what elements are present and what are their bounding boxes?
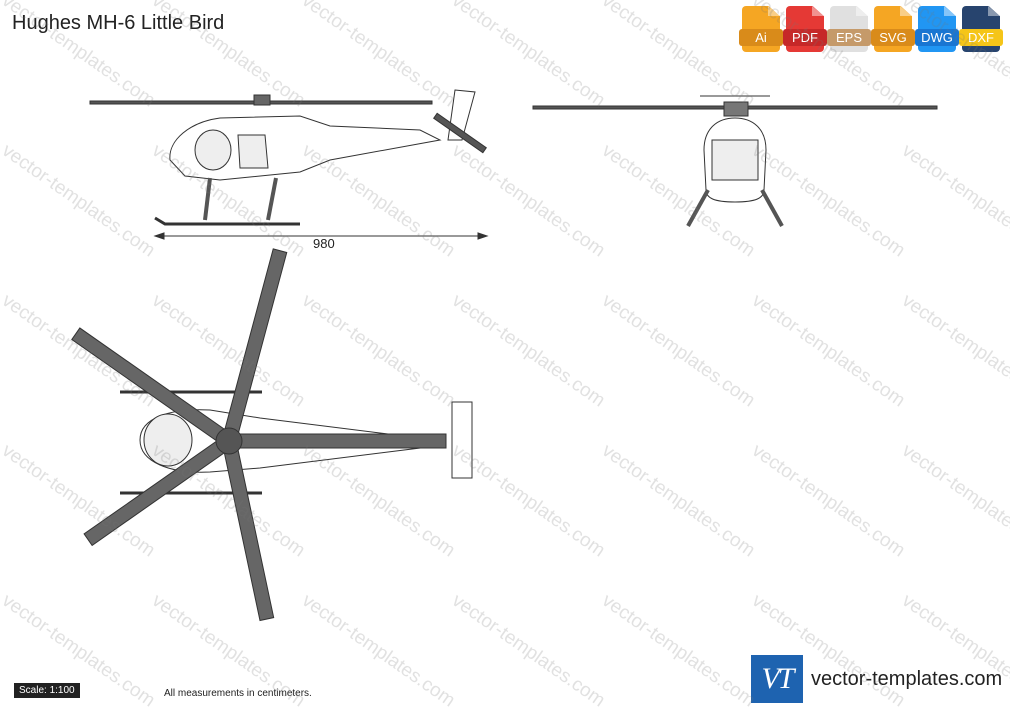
format-label: DXF (959, 29, 1003, 46)
side-strut-rear (266, 177, 278, 221)
file-fold-icon (768, 6, 780, 16)
page-title: Hughes MH-6 Little Bird (12, 12, 225, 34)
format-eps-button[interactable]: EPS (827, 6, 871, 52)
side-window-door (237, 134, 269, 169)
top-view (71, 248, 473, 622)
side-fuselage (169, 115, 442, 181)
brand-name: vector-templates.com (811, 667, 1003, 690)
format-label: EPS (827, 29, 871, 46)
side-strut-front (203, 177, 212, 221)
file-fold-icon (900, 6, 912, 16)
format-svg-button[interactable]: SVG (871, 6, 915, 52)
top-rotor-blades (71, 248, 447, 622)
scale-badge: Scale: 1:100 (14, 683, 80, 698)
format-pdf-button[interactable]: PDF (783, 6, 827, 52)
format-label: PDF (783, 29, 827, 46)
top-rotor-hub (215, 427, 243, 455)
dimension-arrow-left (153, 232, 165, 240)
front-view (532, 95, 938, 227)
format-ai-button[interactable]: Ai (739, 6, 783, 52)
front-windshield (711, 139, 759, 181)
side-skid (154, 216, 300, 226)
file-fold-icon (812, 6, 824, 16)
brand[interactable]: VT vector-templates.com (751, 655, 1002, 703)
file-fold-icon (944, 6, 956, 16)
format-label: SVG (871, 29, 915, 46)
dimension-label: 980 (313, 236, 335, 251)
front-rotor-hub (723, 101, 749, 117)
side-tail-rotor (433, 112, 487, 154)
file-fold-icon (988, 6, 1000, 16)
side-rotor-hub (253, 94, 271, 106)
side-view (89, 89, 489, 240)
front-strut-left (686, 189, 710, 227)
file-fold-icon (856, 6, 868, 16)
measurement-note: All measurements in centimeters. (164, 688, 312, 699)
top-tail-stabilizer (451, 401, 473, 479)
dimension-arrow-right (477, 232, 489, 240)
format-label: Ai (739, 29, 783, 46)
format-downloads: Ai PDF EPS SVG DWG DXF (739, 6, 1003, 52)
top-canopy (143, 413, 193, 467)
format-label: DWG (915, 29, 959, 46)
format-dxf-button[interactable]: DXF (959, 6, 1003, 52)
side-window-front (194, 129, 232, 171)
format-dwg-button[interactable]: DWG (915, 6, 959, 52)
brand-logo: VT (751, 655, 803, 703)
front-strut-right (760, 189, 784, 227)
